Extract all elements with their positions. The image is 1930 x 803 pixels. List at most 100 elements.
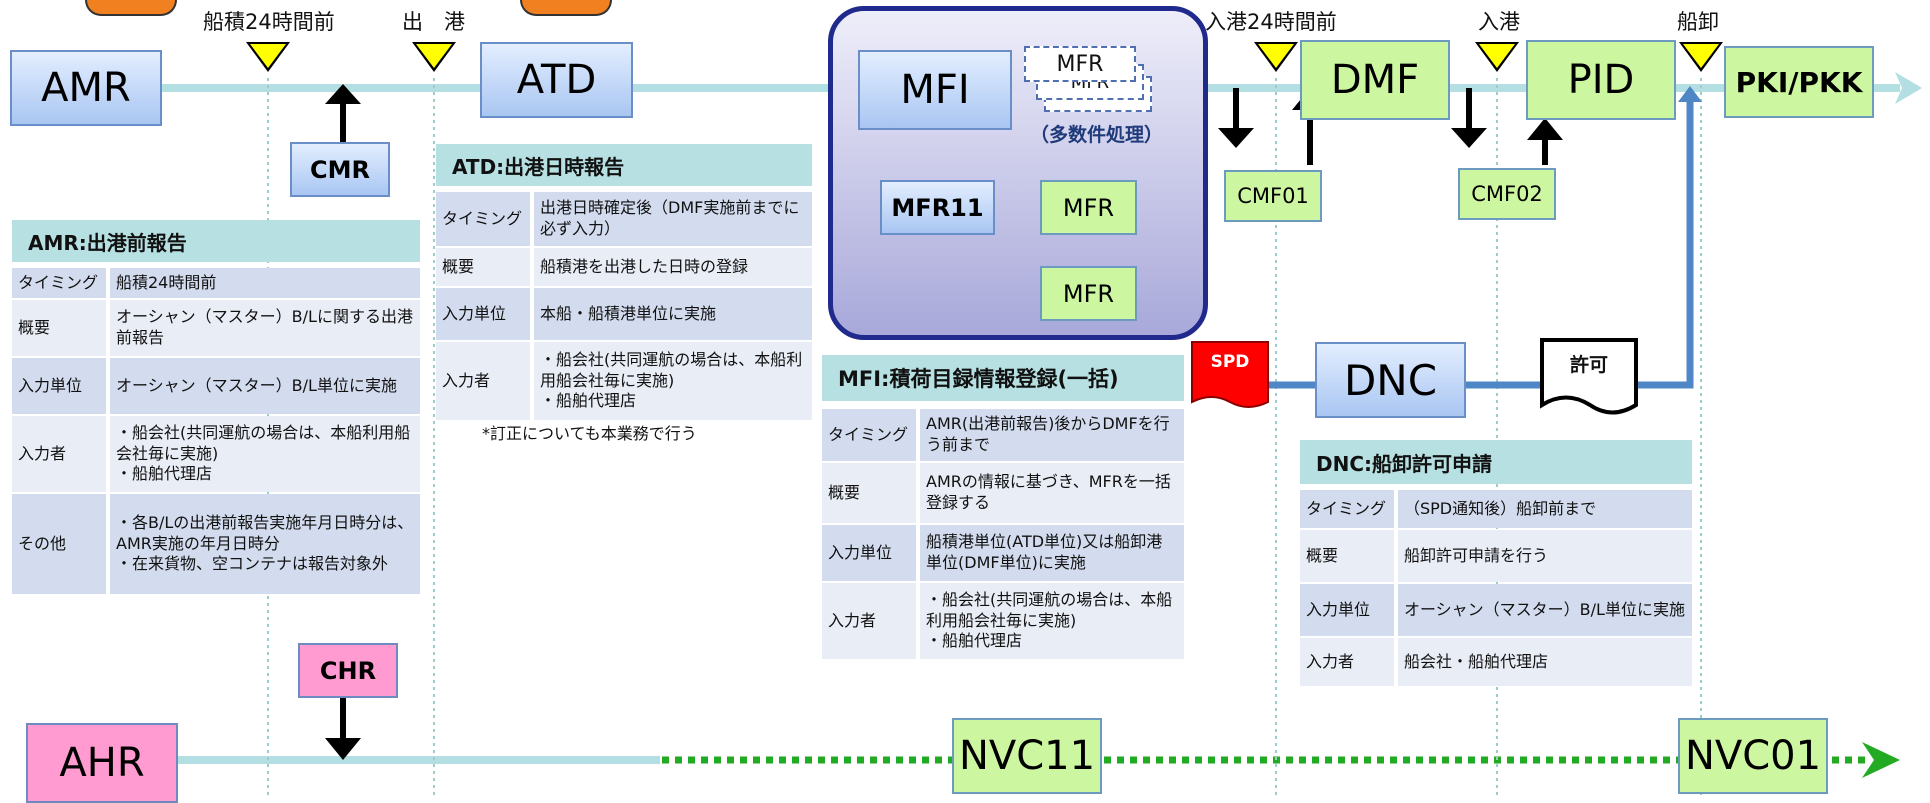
kyoka-doc-shape xyxy=(1540,338,1638,415)
row-value: 船卸許可申請を行う xyxy=(1398,530,1692,582)
mfr-stack-front: MFR xyxy=(1024,46,1136,82)
label-funaoroshi: 船卸 xyxy=(1677,10,1719,34)
table-row: 概要船卸許可申請を行う xyxy=(1300,530,1692,582)
row-key: タイミング xyxy=(1300,490,1398,528)
table-row: 入力者・船会社(共同運航の場合は、本船利用船会社毎に実施) ・船舶代理店 xyxy=(822,583,1184,659)
label-shukko: 出 港 xyxy=(402,10,465,34)
row-key: 入力単位 xyxy=(822,525,920,581)
spd-doc-shape xyxy=(1191,341,1269,408)
table-row: 入力者・船会社(共同運航の場合は、本船利用船会社毎に実施) ・船舶代理店 xyxy=(12,416,420,492)
node-chr[interactable]: CHR xyxy=(298,643,398,698)
node-mfr11[interactable]: MFR11 xyxy=(880,180,995,235)
dnc-table-title: DNC:船卸許可申請 xyxy=(1300,440,1692,484)
row-key: 入力単位 xyxy=(436,288,534,340)
row-key: 入力者 xyxy=(12,416,110,492)
row-key: その他 xyxy=(12,494,110,594)
node-pki-pkk[interactable]: PKI/PKK xyxy=(1724,46,1874,118)
row-value: 船積24時間前 xyxy=(110,268,420,298)
table-row: 概要船積港を出港した日時の登録 xyxy=(436,248,812,286)
node-dmf[interactable]: DMF xyxy=(1300,40,1450,120)
row-value: AMR(出港前報告)後からDMFを行う前まで xyxy=(920,409,1184,461)
node-nvc01[interactable]: NVC01 xyxy=(1678,718,1828,794)
row-key: 概要 xyxy=(822,463,920,523)
row-value: オーシャン（マスター）B/Lに関する出港前報告 xyxy=(110,300,420,356)
top-timeline-arrowhead xyxy=(1895,72,1922,104)
row-value: ・各B/Lの出港前報告実施年月日時分は、AMR実施の年月日時分 ・在来貨物、空コ… xyxy=(110,494,420,594)
table-row: 概要オーシャン（マスター）B/Lに関する出港前報告 xyxy=(12,300,420,356)
table-row: 入力単位船積港単位(ATD単位)又は船卸港単位(DMF単位)に実施 xyxy=(822,525,1184,581)
atd-table: タイミング出港日時確定後（DMF実施前までに必ず入力）概要船積港を出港した日時の… xyxy=(436,190,812,422)
milestone-triangle xyxy=(412,42,456,72)
node-cmf01[interactable]: CMF01 xyxy=(1224,170,1322,222)
row-key: 概要 xyxy=(436,248,534,286)
node-nvc11[interactable]: NVC11 xyxy=(952,718,1102,794)
table-row: 入力単位オーシャン（マスター）B/L単位に実施 xyxy=(1300,584,1692,636)
dnc-info-panel: DNC:船卸許可申請 タイミング（SPD通知後）船卸前まで概要船卸許可申請を行う… xyxy=(1300,440,1692,688)
row-value: 出港日時確定後（DMF実施前までに必ず入力） xyxy=(534,192,812,246)
row-key: タイミング xyxy=(12,268,110,298)
milestone-triangle xyxy=(1679,42,1723,72)
row-key: 入力者 xyxy=(1300,638,1398,686)
amr-info-panel: AMR:出港前報告 タイミング船積24時間前概要オーシャン（マスター）B/Lに関… xyxy=(12,220,420,596)
amr-table-title: AMR:出港前報告 xyxy=(12,220,420,262)
node-mfi[interactable]: MFI xyxy=(858,50,1012,130)
row-value: 本船・船積港単位に実施 xyxy=(534,288,812,340)
spd-label: SPD xyxy=(1210,352,1250,372)
row-value: （SPD通知後）船卸前まで xyxy=(1398,490,1692,528)
table-row: 入力単位オーシャン（マスター）B/L単位に実施 xyxy=(12,358,420,414)
label-funazumi24: 船積24時間前 xyxy=(203,10,335,34)
node-atd[interactable]: ATD xyxy=(480,42,633,118)
row-value: ・船会社(共同運航の場合は、本船利用船会社毎に実施) ・船舶代理店 xyxy=(110,416,420,492)
node-pid[interactable]: PID xyxy=(1526,40,1676,120)
row-key: タイミング xyxy=(822,409,920,461)
row-value: オーシャン（マスター）B/L単位に実施 xyxy=(1398,584,1692,636)
mfi-table-title: MFI:積荷目録情報登録(一括) xyxy=(822,355,1184,401)
row-value: オーシャン（マスター）B/L単位に実施 xyxy=(110,358,420,414)
row-value: 船会社・船舶代理店 xyxy=(1398,638,1692,686)
table-row: タイミング（SPD通知後）船卸前まで xyxy=(1300,490,1692,528)
row-key: タイミング xyxy=(436,192,534,246)
node-cmr[interactable]: CMR xyxy=(290,142,390,197)
kyoka-label: 許可 xyxy=(1569,354,1608,376)
row-value: 船積港を出港した日時の登録 xyxy=(534,248,812,286)
green-dotted-arrowhead xyxy=(1862,742,1900,778)
table-row: タイミング出港日時確定後（DMF実施前までに必ず入力） xyxy=(436,192,812,246)
milestone-triangle xyxy=(1475,42,1519,72)
milestone-triangle xyxy=(1254,42,1298,72)
table-row: 入力単位本船・船積港単位に実施 xyxy=(436,288,812,340)
row-key: 概要 xyxy=(12,300,110,356)
batch-process-note: （多数件処理） xyxy=(1030,124,1164,146)
table-row: 入力者・船会社(共同運航の場合は、本船利用船会社毎に実施) ・船舶代理店 xyxy=(436,342,812,420)
row-value: ・船会社(共同運航の場合は、本船利用船会社毎に実施) ・船舶代理店 xyxy=(534,342,812,420)
table-row: 入力者船会社・船舶代理店 xyxy=(1300,638,1692,686)
row-key: 入力者 xyxy=(436,342,534,420)
row-key: 入力単位 xyxy=(12,358,110,414)
truck-decoration xyxy=(85,0,177,16)
atd-note: *訂正についても本業務で行う xyxy=(482,424,697,443)
label-nyuko24: 入港24時間前 xyxy=(1205,10,1337,34)
node-ahr[interactable]: AHR xyxy=(26,723,178,803)
table-row: その他・各B/Lの出港前報告実施年月日時分は、AMR実施の年月日時分 ・在来貨物… xyxy=(12,494,420,594)
amr-table: タイミング船積24時間前概要オーシャン（マスター）B/Lに関する出港前報告入力単… xyxy=(12,266,420,596)
table-row: タイミング船積24時間前 xyxy=(12,268,420,298)
row-value: 船積港単位(ATD単位)又は船卸港単位(DMF単位)に実施 xyxy=(920,525,1184,581)
node-dnc[interactable]: DNC xyxy=(1315,342,1466,418)
atd-info-panel: ATD:出港日時報告 タイミング出港日時確定後（DMF実施前までに必ず入力）概要… xyxy=(436,144,812,444)
truck-decoration xyxy=(520,0,612,16)
row-key: 入力者 xyxy=(822,583,920,659)
node-mfr-a[interactable]: MFR xyxy=(1040,180,1137,235)
milestone-triangle xyxy=(246,42,290,72)
label-nyuko: 入港 xyxy=(1478,10,1520,34)
dnc-table: タイミング（SPD通知後）船卸前まで概要船卸許可申請を行う入力単位オーシャン（マ… xyxy=(1300,488,1692,688)
row-key: 入力単位 xyxy=(1300,584,1398,636)
row-value: ・船会社(共同運航の場合は、本船利用船会社毎に実施) ・船舶代理店 xyxy=(920,583,1184,659)
node-mfr-b[interactable]: MFR xyxy=(1040,266,1137,321)
node-cmf02[interactable]: CMF02 xyxy=(1458,168,1556,220)
node-amr[interactable]: AMR xyxy=(10,50,162,126)
atd-table-title: ATD:出港日時報告 xyxy=(436,144,812,186)
row-value: AMRの情報に基づき、MFRを一括登録する xyxy=(920,463,1184,523)
row-key: 概要 xyxy=(1300,530,1398,582)
